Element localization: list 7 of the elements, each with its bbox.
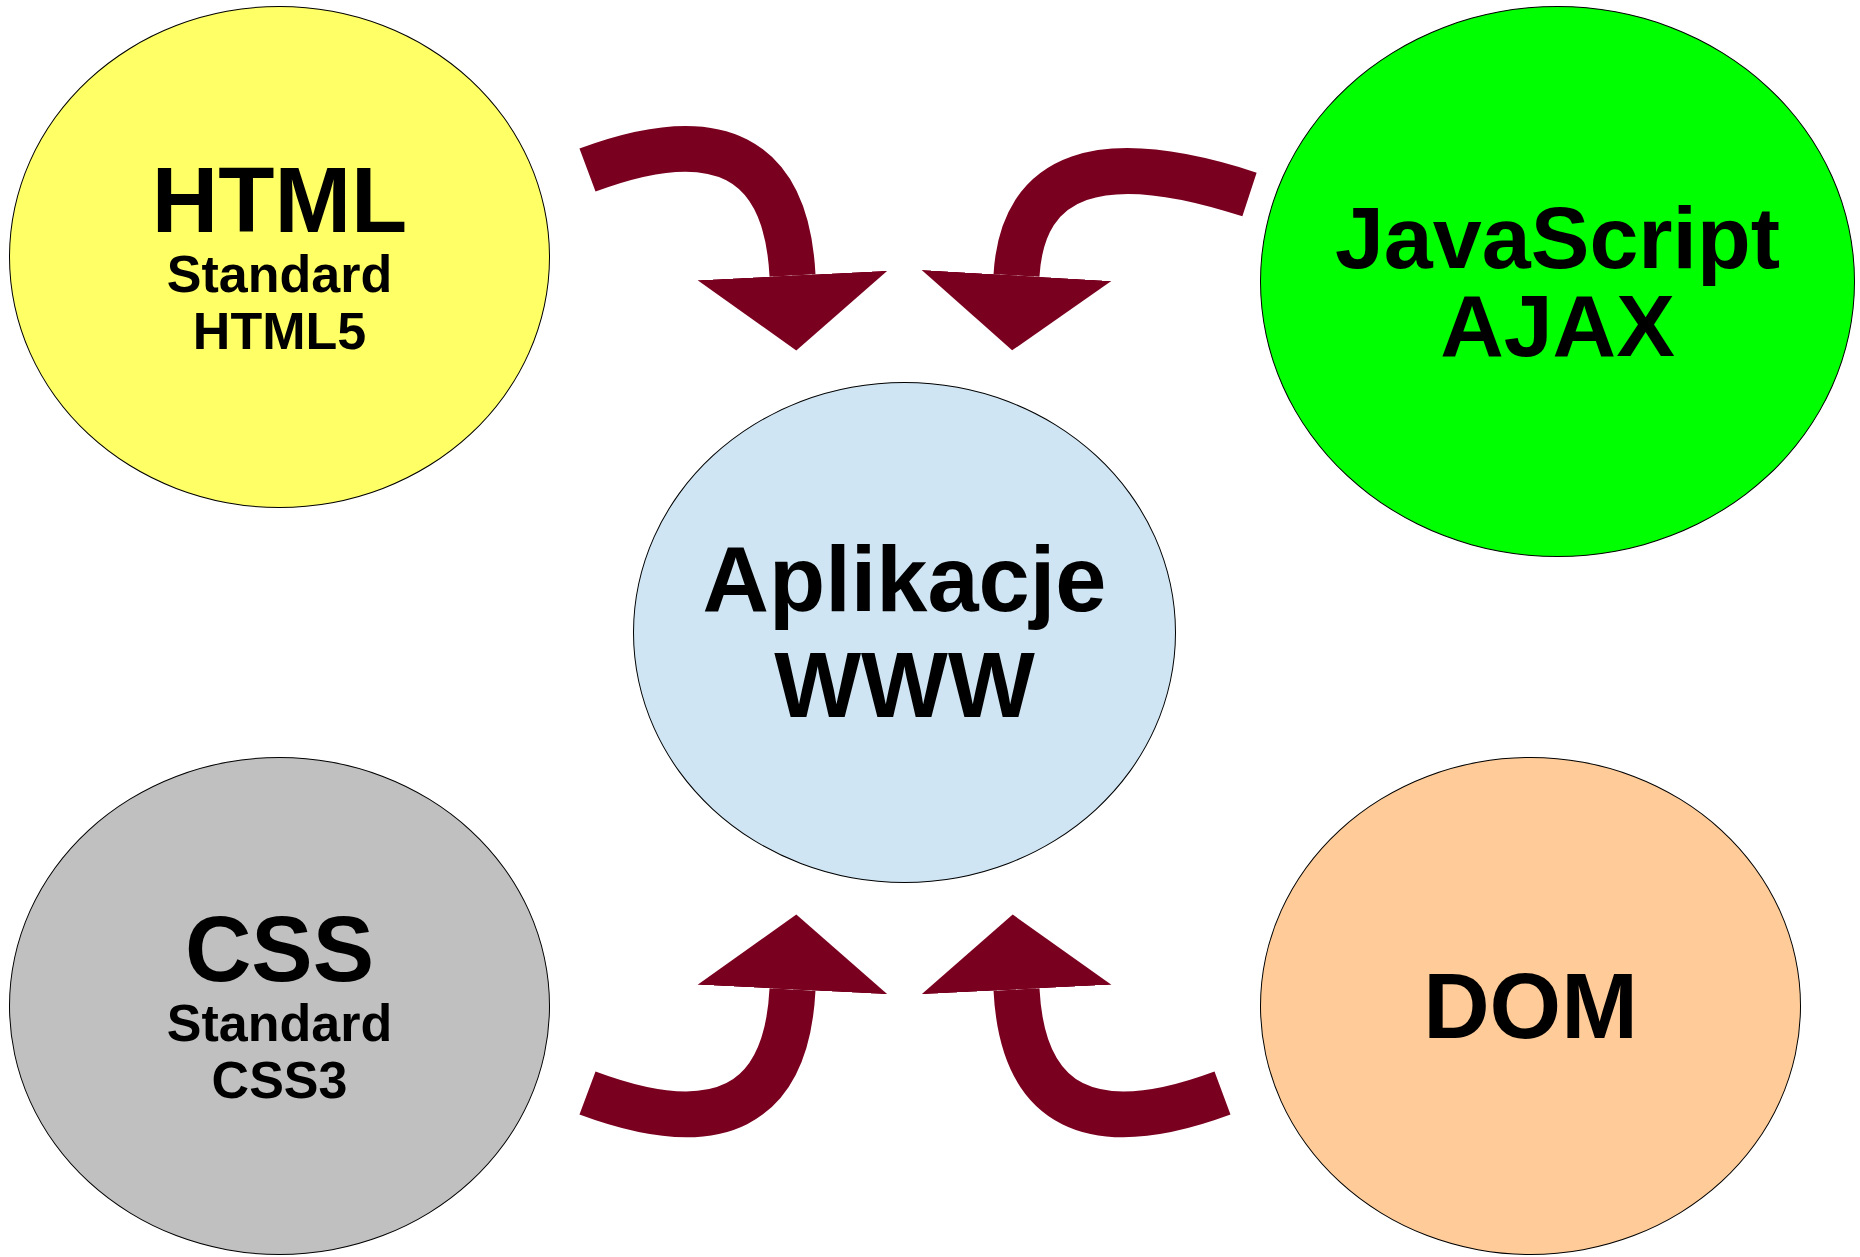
node-subtitle: Standard CSS3 <box>165 994 394 1110</box>
node-title: CSS <box>184 902 375 995</box>
node-subtitle: Standard HTML5 <box>165 245 394 361</box>
node-title: Aplikacje WWW <box>701 526 1108 738</box>
node-subtitle: AJAX <box>1440 281 1675 370</box>
node-title: HTML <box>151 153 408 246</box>
node-title: DOM <box>1423 960 1638 1052</box>
